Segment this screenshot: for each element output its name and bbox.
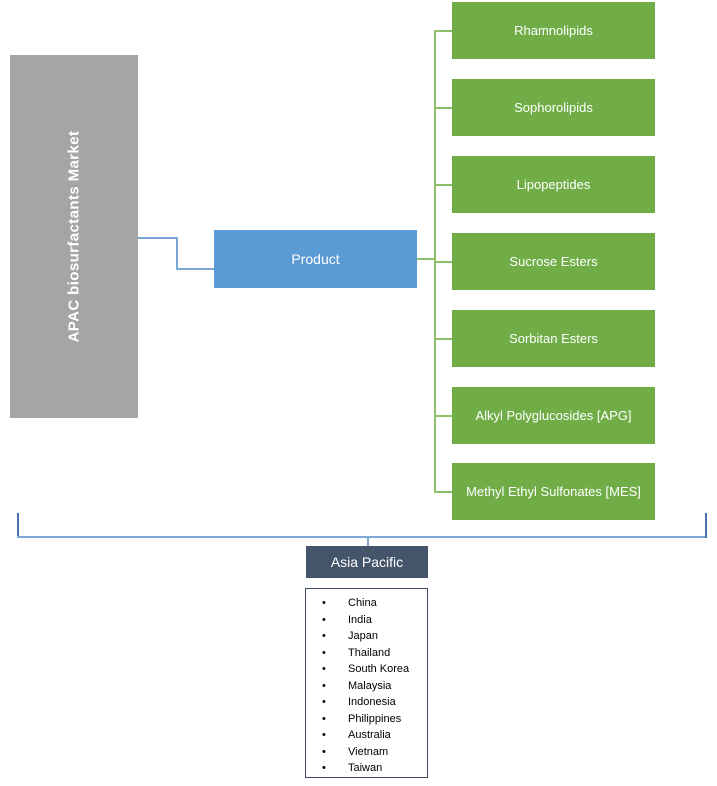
leaf-node-label: Methyl Ethyl Sulfonates [MES] (466, 484, 641, 499)
leaf-node-4: Sucrose Esters (452, 233, 655, 290)
connector-bracket-horizontal (17, 536, 707, 538)
connector-root-to-product-segment-3 (176, 268, 216, 270)
country-name: Malaysia (348, 679, 392, 692)
leaf-node-label: Sucrose Esters (509, 254, 598, 269)
country-name: Indonesia (348, 696, 396, 708)
bullet-icon: • (322, 712, 326, 725)
country-name: Australia (348, 729, 391, 741)
leaf-node-6: Alkyl Polyglucosides [APG] (452, 387, 655, 444)
country-list-item: • Indonesia (314, 694, 427, 711)
connector-stub-leaf-5 (434, 338, 452, 340)
country-list-item: • Taiwan (314, 760, 427, 777)
branch-node-label: Product (291, 251, 340, 267)
leaf-node-5: Sorbitan Esters (452, 310, 655, 367)
region-node-label: Asia Pacific (330, 554, 404, 570)
leaf-node-7: Methyl Ethyl Sulfonates [MES] (452, 463, 655, 520)
bullet-icon: • (322, 762, 326, 774)
country-list-item: • South Korea (314, 661, 427, 678)
country-list-item: • Philippines (314, 711, 427, 728)
leaf-node-2: Sophorolipids (452, 79, 655, 136)
country-list-item: • India (314, 612, 427, 629)
country-list-panel: •China•India•Japan•Thailand•South Korea•… (305, 588, 428, 778)
connector-stub-leaf-2 (434, 107, 452, 109)
country-list-item: • Australia (314, 727, 427, 744)
region-node-asia-pacific: Asia Pacific (306, 546, 428, 578)
connector-bracket-left-tick (17, 513, 19, 538)
root-node-apac-market: APAC biosurfactants Market (10, 55, 138, 418)
country-list-item: • Malaysia (314, 678, 427, 695)
branch-node-product: Product (214, 230, 417, 288)
bullet-icon: • (322, 745, 326, 758)
connector-stub-leaf-7 (434, 491, 452, 493)
country-name: Thailand (348, 646, 391, 659)
connector-stub-leaf-4 (434, 261, 452, 263)
leaf-node-label: Alkyl Polyglucosides [APG] (475, 408, 632, 423)
root-node-label: APAC biosurfactants Market (65, 130, 83, 343)
country-list-item: • Vietnam (314, 744, 427, 761)
country-list-item: • Thailand (314, 645, 427, 662)
bullet-icon: • (322, 630, 326, 642)
leaf-node-1: Rhamnolipids (452, 2, 655, 59)
bullet-icon: • (322, 679, 326, 692)
bullet-icon: • (322, 646, 326, 659)
country-name: India (348, 613, 372, 626)
country-list: •China•India•Japan•Thailand•South Korea•… (306, 595, 427, 777)
leaf-node-3: Lipopeptides (452, 156, 655, 213)
country-name: South Korea (348, 663, 410, 675)
connector-stub-leaf-6 (434, 415, 452, 417)
country-name: Vietnam (348, 745, 389, 758)
country-list-item: • China (314, 595, 427, 612)
country-name: Taiwan (348, 762, 383, 774)
connector-product-to-trunk (417, 258, 436, 260)
country-name: Japan (348, 630, 378, 642)
bullet-icon: • (322, 597, 326, 609)
connector-root-to-product-segment-2 (176, 237, 178, 270)
connector-bracket-to-region (367, 536, 369, 547)
bullet-icon: • (322, 729, 326, 741)
bullet-icon: • (322, 696, 326, 708)
bullet-icon: • (322, 663, 326, 675)
leaf-node-label: Sorbitan Esters (509, 331, 598, 346)
connector-stub-leaf-3 (434, 184, 452, 186)
leaf-node-label: Lipopeptides (516, 177, 591, 192)
connector-root-to-product-segment-1 (138, 237, 178, 239)
country-name: China (348, 597, 377, 609)
connector-bracket-right-tick (705, 513, 707, 538)
country-list-item: • Japan (314, 628, 427, 645)
connector-stub-leaf-1 (434, 30, 452, 32)
leaf-node-label: Rhamnolipids (514, 23, 593, 38)
country-name: Philippines (348, 712, 402, 725)
leaf-node-label: Sophorolipids (514, 100, 593, 115)
bullet-icon: • (322, 613, 326, 626)
